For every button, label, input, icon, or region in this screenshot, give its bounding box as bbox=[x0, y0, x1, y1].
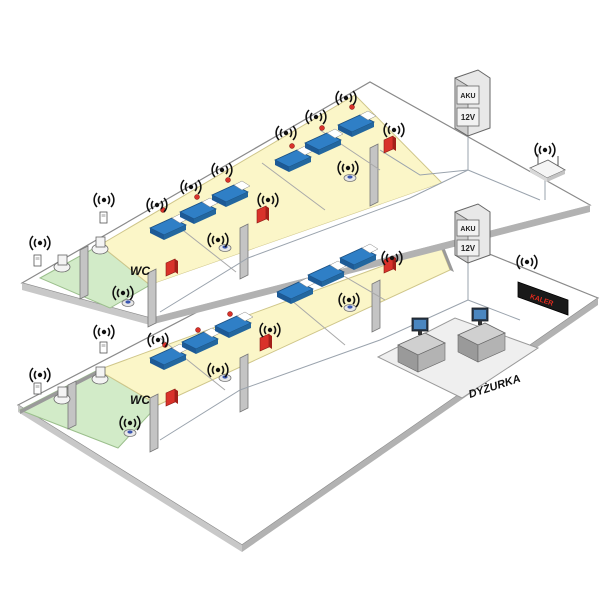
router-icon bbox=[529, 154, 566, 182]
ceiling-sensor-icon bbox=[343, 174, 357, 182]
power-supply-icon: AKU 12V bbox=[454, 203, 491, 264]
ceiling-sensor-icon bbox=[121, 299, 135, 307]
wall-panel-icon bbox=[99, 211, 108, 224]
psu-lower-top-label: AKU bbox=[460, 226, 475, 233]
ceiling-sensor-icon bbox=[218, 374, 232, 382]
wall-panel-icon bbox=[33, 382, 42, 395]
psu-upper-bottom-label: 12V bbox=[461, 113, 476, 122]
wc-label-lower: WC bbox=[130, 393, 150, 407]
ceiling-sensor-icon bbox=[218, 244, 232, 252]
wireless-signal-icon bbox=[93, 324, 115, 340]
wireless-signal-icon bbox=[29, 367, 51, 383]
power-supply-icon: AKU 12V bbox=[454, 69, 491, 137]
psu-lower-bottom-label: 12V bbox=[461, 244, 476, 253]
wc-label-upper: WC bbox=[130, 264, 150, 278]
wall-panel-icon bbox=[33, 254, 42, 267]
wall-panel-icon bbox=[99, 341, 108, 354]
wireless-signal-icon bbox=[93, 192, 115, 208]
psu-upper-top-label: AKU bbox=[460, 93, 475, 100]
ceiling-sensor-icon bbox=[123, 429, 137, 437]
walls bbox=[67, 143, 381, 453]
lower-floor bbox=[16, 212, 600, 552]
ceiling-sensor-icon bbox=[343, 304, 357, 312]
wireless-signal-icon bbox=[29, 235, 51, 251]
duty-room bbox=[397, 307, 506, 373]
